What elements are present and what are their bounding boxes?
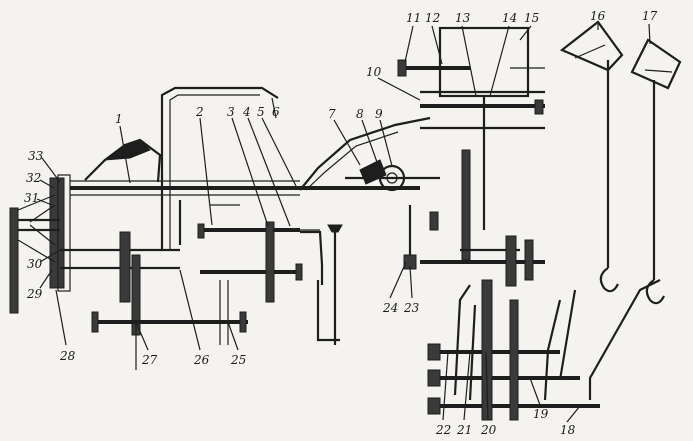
callout-28: 28 bbox=[59, 349, 76, 363]
callout-19: 19 bbox=[533, 407, 549, 421]
crank-arm bbox=[299, 116, 431, 191]
callout-14: 14 bbox=[502, 11, 517, 25]
callout-7: 7 bbox=[328, 107, 336, 121]
callout-12: 12 bbox=[425, 11, 440, 25]
callout-2: 2 bbox=[195, 105, 204, 119]
callout-3: 3 bbox=[227, 105, 235, 119]
leader-lines bbox=[36, 23, 651, 423]
callout-6: 6 bbox=[272, 105, 280, 119]
callout-30: 30 bbox=[27, 257, 43, 271]
callout-29: 29 bbox=[26, 287, 43, 301]
callout-26: 26 bbox=[193, 353, 210, 367]
upper-block bbox=[438, 26, 530, 98]
callout-22: 22 bbox=[435, 423, 451, 437]
callout-10: 10 bbox=[366, 65, 382, 79]
callout-5: 5 bbox=[257, 105, 265, 119]
callout-15: 15 bbox=[524, 11, 539, 25]
callout-20: 20 bbox=[480, 423, 497, 437]
callout-13: 13 bbox=[455, 11, 471, 25]
vertical-chain bbox=[461, 149, 471, 261]
callout-31: 31 bbox=[24, 191, 39, 205]
callout-labels: 1 2 3 4 5 6 7 8 9 10 11 12 13 14 15 16 1… bbox=[24, 9, 658, 437]
callout-16: 16 bbox=[590, 9, 606, 23]
callout-27: 27 bbox=[141, 353, 158, 367]
flag-17 bbox=[630, 38, 682, 90]
mechanism-drawing bbox=[9, 20, 682, 421]
upper-rod bbox=[160, 86, 279, 250]
callout-24: 24 bbox=[382, 301, 398, 315]
callout-25: 25 bbox=[230, 353, 246, 367]
callout-32: 32 bbox=[26, 171, 41, 185]
callout-23: 23 bbox=[403, 301, 420, 315]
left-sprocket-stack bbox=[9, 174, 71, 314]
callout-8: 8 bbox=[356, 107, 364, 121]
callout-17: 17 bbox=[642, 9, 658, 23]
callout-33: 33 bbox=[28, 149, 44, 163]
sprocket-30 bbox=[119, 231, 131, 303]
callout-1: 1 bbox=[115, 112, 123, 126]
flag-16 bbox=[559, 20, 624, 72]
callout-21: 21 bbox=[456, 423, 472, 437]
callout-11: 11 bbox=[406, 11, 421, 25]
callout-9: 9 bbox=[375, 107, 383, 121]
callout-18: 18 bbox=[560, 423, 576, 437]
callout-4: 4 bbox=[242, 105, 251, 119]
